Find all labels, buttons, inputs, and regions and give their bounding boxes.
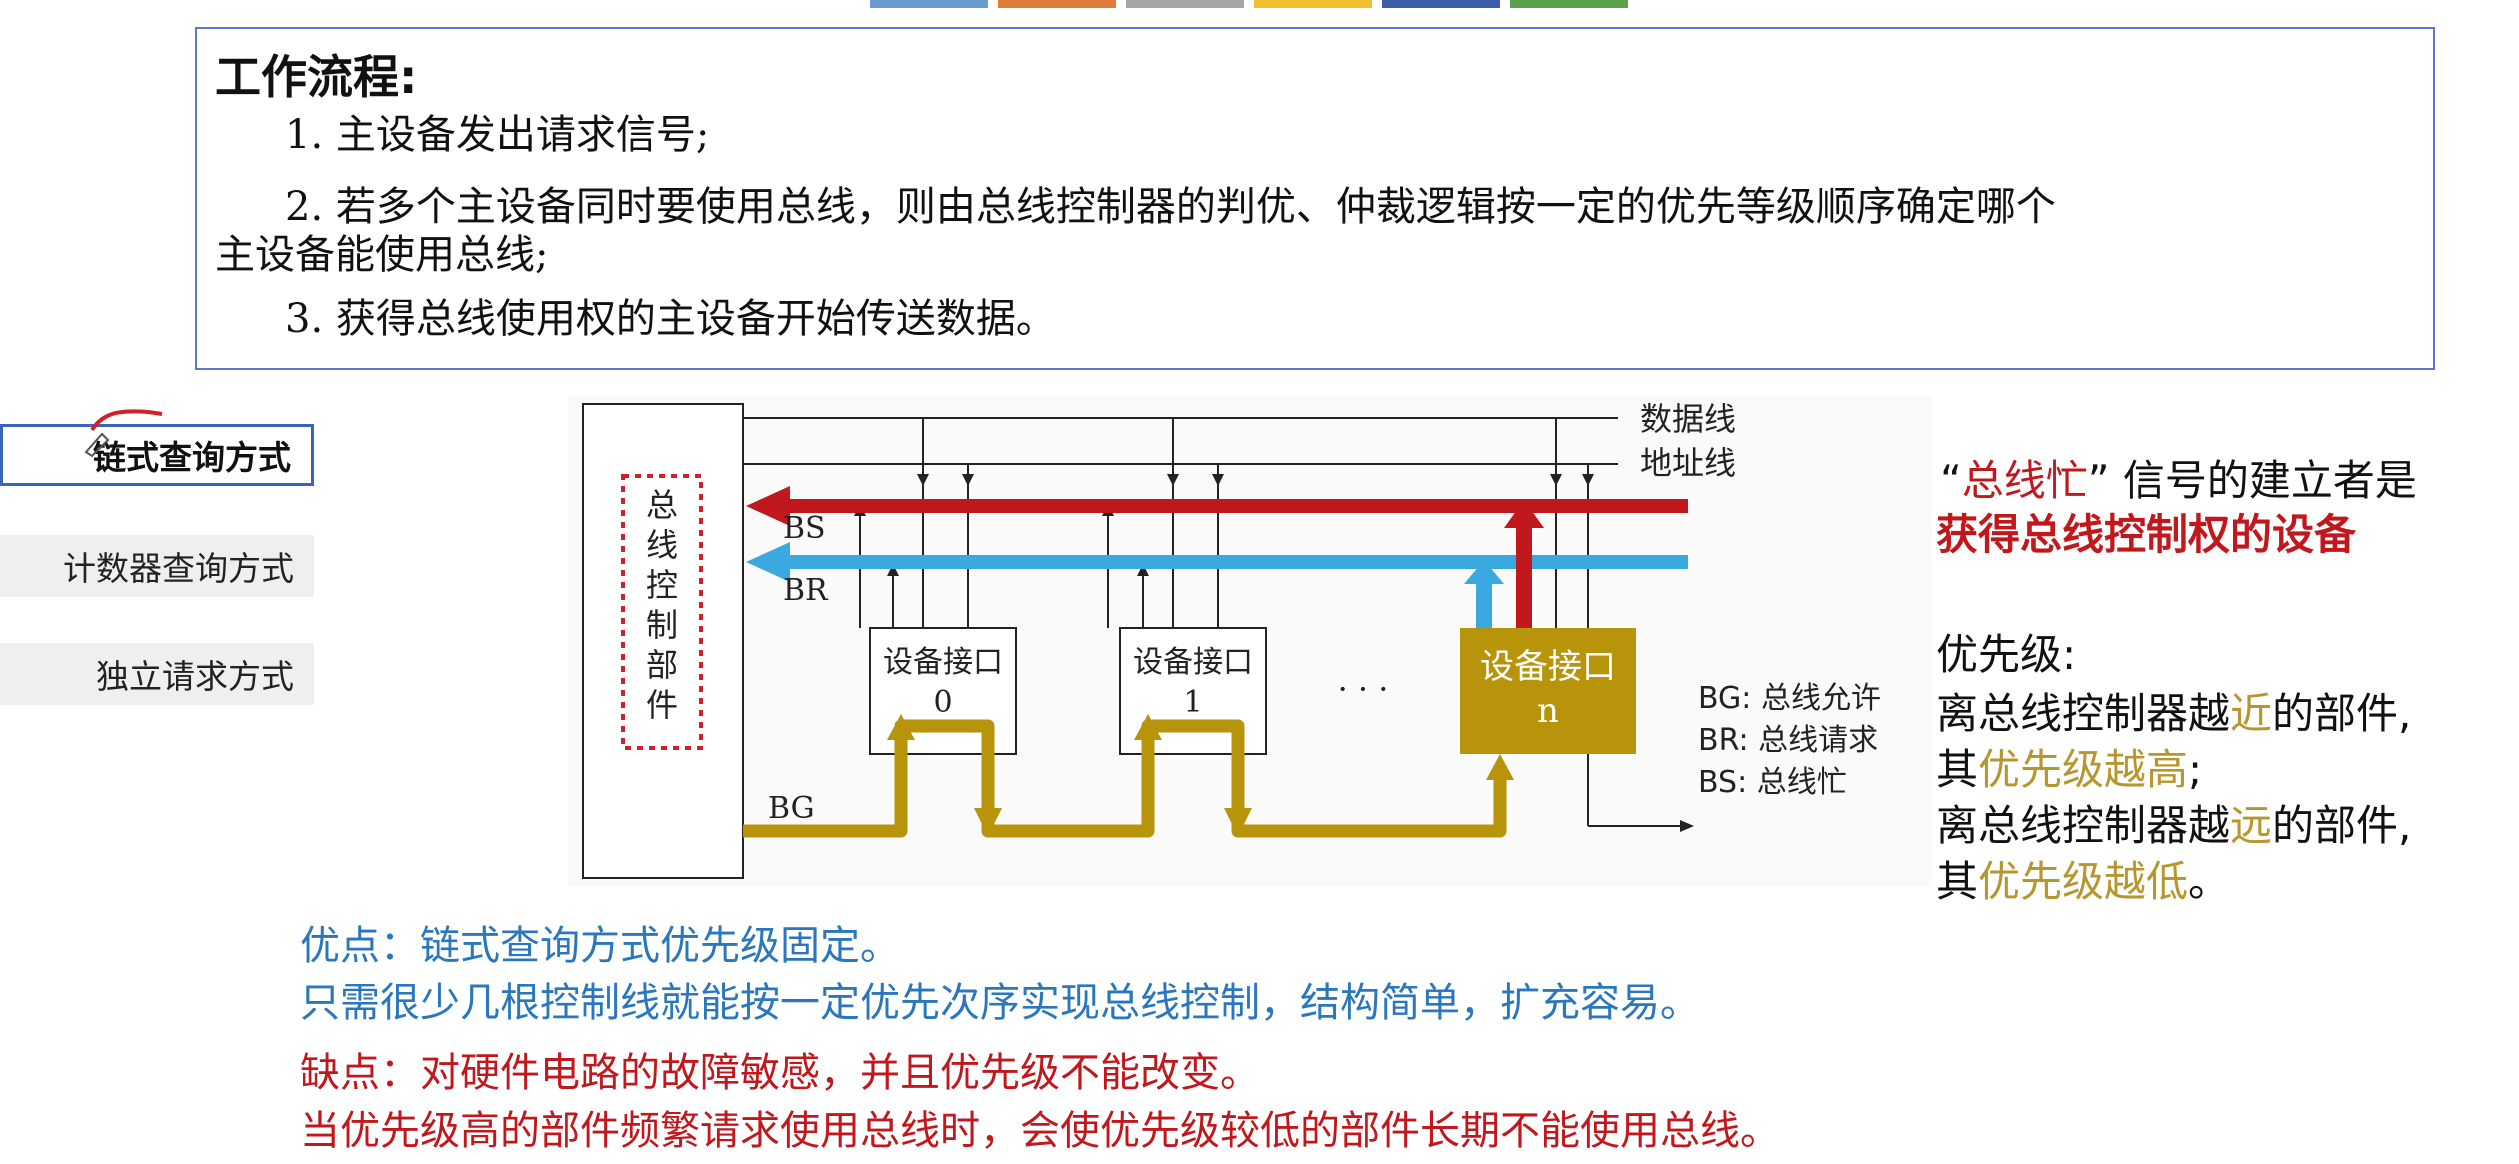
device-0-index: 0 — [933, 685, 952, 720]
near-word: 近 — [2230, 689, 2273, 738]
data-line-label: 数据线 — [1640, 400, 1736, 438]
chain-polling-diagram: 总 线 控 制 部 件 数据线 地址线 — [568, 396, 1932, 886]
bs-label: BS — [783, 511, 826, 546]
priority-title: 优先级: — [1936, 630, 2077, 679]
controller-char: 部 — [646, 646, 678, 684]
bus-controller-box — [582, 403, 744, 879]
menu-item-label: 链式查询方式 — [93, 438, 291, 477]
bs-arrowhead — [746, 486, 790, 526]
tab-swatch[interactable] — [870, 0, 988, 8]
controller-char: 件 — [646, 686, 678, 724]
menu-item-label: 计数器查询方式 — [63, 549, 294, 588]
step-1: 1. 主设备发出请求信号; — [285, 112, 710, 158]
tab-swatch[interactable] — [1126, 0, 1244, 8]
menu-item-chain-polling[interactable]: 链式查询方式 — [0, 424, 314, 486]
pros-line-2: 只需很少几根控制线就能按一定优先次序实现总线控制，结构简单，扩充容易。 — [300, 980, 1700, 1026]
quote-open: “ — [1940, 456, 1962, 505]
text: 。 — [2188, 857, 2231, 906]
menu-item-label: 独立请求方式 — [96, 657, 294, 696]
bg-chain-path — [743, 719, 1507, 838]
ellipsis: · · · — [1338, 670, 1389, 708]
device-interface-n — [1460, 628, 1636, 754]
process-title: 工作流程: — [215, 50, 418, 104]
work-process-box: 工作流程: 1. 主设备发出请求信号; 2. 若多个主设备同时要使用总线，则由总… — [195, 27, 2435, 370]
cons-line-2: 当优先级高的部件频繁请求使用总线时，会使优先级较低的部件长期不能使用总线。 — [300, 1108, 1780, 1154]
address-line-label: 地址线 — [1640, 444, 1736, 482]
text: 的部件, — [2272, 689, 2412, 738]
br-bus-line — [768, 555, 1688, 569]
controller-dashed-frame — [621, 474, 703, 750]
tab-swatch[interactable] — [1382, 0, 1500, 8]
bs-word: 总线忙 — [1961, 456, 2088, 505]
text: 的部件, — [2272, 801, 2412, 850]
legend-br: BR: 总线请求 — [1698, 723, 1878, 758]
controller-char: 制 — [646, 606, 678, 644]
legend-bg: BG: 总线允许 — [1698, 681, 1881, 716]
br-arrowhead — [746, 542, 790, 582]
br-label: BR — [783, 573, 829, 608]
legend-bs: BS: 总线忙 — [1698, 765, 1847, 800]
bs-raise-arrow — [1516, 526, 1532, 628]
priority-near-line: 离总线控制器越近的部件, — [1936, 685, 2411, 743]
slide-tab-strip — [870, 0, 1638, 8]
text: 其 — [1936, 857, 1979, 906]
priority-high-line: 其优先级越高; — [1936, 741, 2202, 799]
step-2-line-2: 主设备能使用总线; — [215, 232, 549, 278]
device-0-label: 设备接口 — [883, 645, 1003, 680]
tab-swatch[interactable] — [1254, 0, 1372, 8]
far-word: 远 — [2230, 801, 2273, 850]
device-n-index: n — [1537, 691, 1559, 731]
step-2-line-1: 2. 若多个主设备同时要使用总线，则由总线控制器的判优、仲裁逻辑按一定的优先等级… — [285, 184, 2056, 230]
text: ; — [2188, 745, 2203, 794]
bus-diagram-svg: 总 线 控 制 部 件 数据线 地址线 — [582, 400, 1881, 879]
tab-swatch[interactable] — [1510, 0, 1628, 8]
step-3: 3. 获得总线使用权的主设备开始传送数据。 — [285, 296, 1056, 342]
high-word: 优先级越高 — [1978, 745, 2189, 794]
bs-question-rest: ” 信号的建立者是 — [2087, 456, 2417, 505]
priority-low-line: 其优先级越低。 — [1936, 853, 2230, 911]
br-raise-arrow — [1476, 582, 1492, 628]
device-1-label: 设备接口 — [1133, 645, 1253, 680]
menu-item-independent-request[interactable]: 独立请求方式 — [0, 643, 314, 705]
pros-line-1: 优点：链式查询方式优先级固定。 — [300, 923, 900, 969]
low-word: 优先级越低 — [1978, 857, 2189, 906]
bg-label: BG — [768, 791, 815, 826]
pen-annotation-icon — [84, 409, 163, 458]
bs-bus-line — [768, 499, 1688, 513]
bs-question: “总线忙” 信号的建立者是 — [1940, 452, 2417, 510]
tab-swatch[interactable] — [998, 0, 1116, 8]
text: 其 — [1936, 745, 1979, 794]
text: 离总线控制器越 — [1936, 801, 2231, 850]
menu-item-counter-polling[interactable]: 计数器查询方式 — [0, 535, 314, 597]
device-n-label: 设备接口 — [1480, 647, 1616, 687]
controller-char: 控 — [646, 566, 678, 604]
device-1-index: 1 — [1183, 685, 1202, 720]
controller-char: 线 — [646, 526, 678, 564]
text: 离总线控制器越 — [1936, 689, 2231, 738]
bs-answer: 获得总线控制权的设备 — [1936, 510, 2357, 559]
controller-char: 总 — [646, 486, 678, 524]
cons-line-1: 缺点：对硬件电路的故障敏感，并且优先级不能改变。 — [300, 1050, 1260, 1096]
priority-far-line: 离总线控制器越远的部件, — [1936, 797, 2411, 855]
